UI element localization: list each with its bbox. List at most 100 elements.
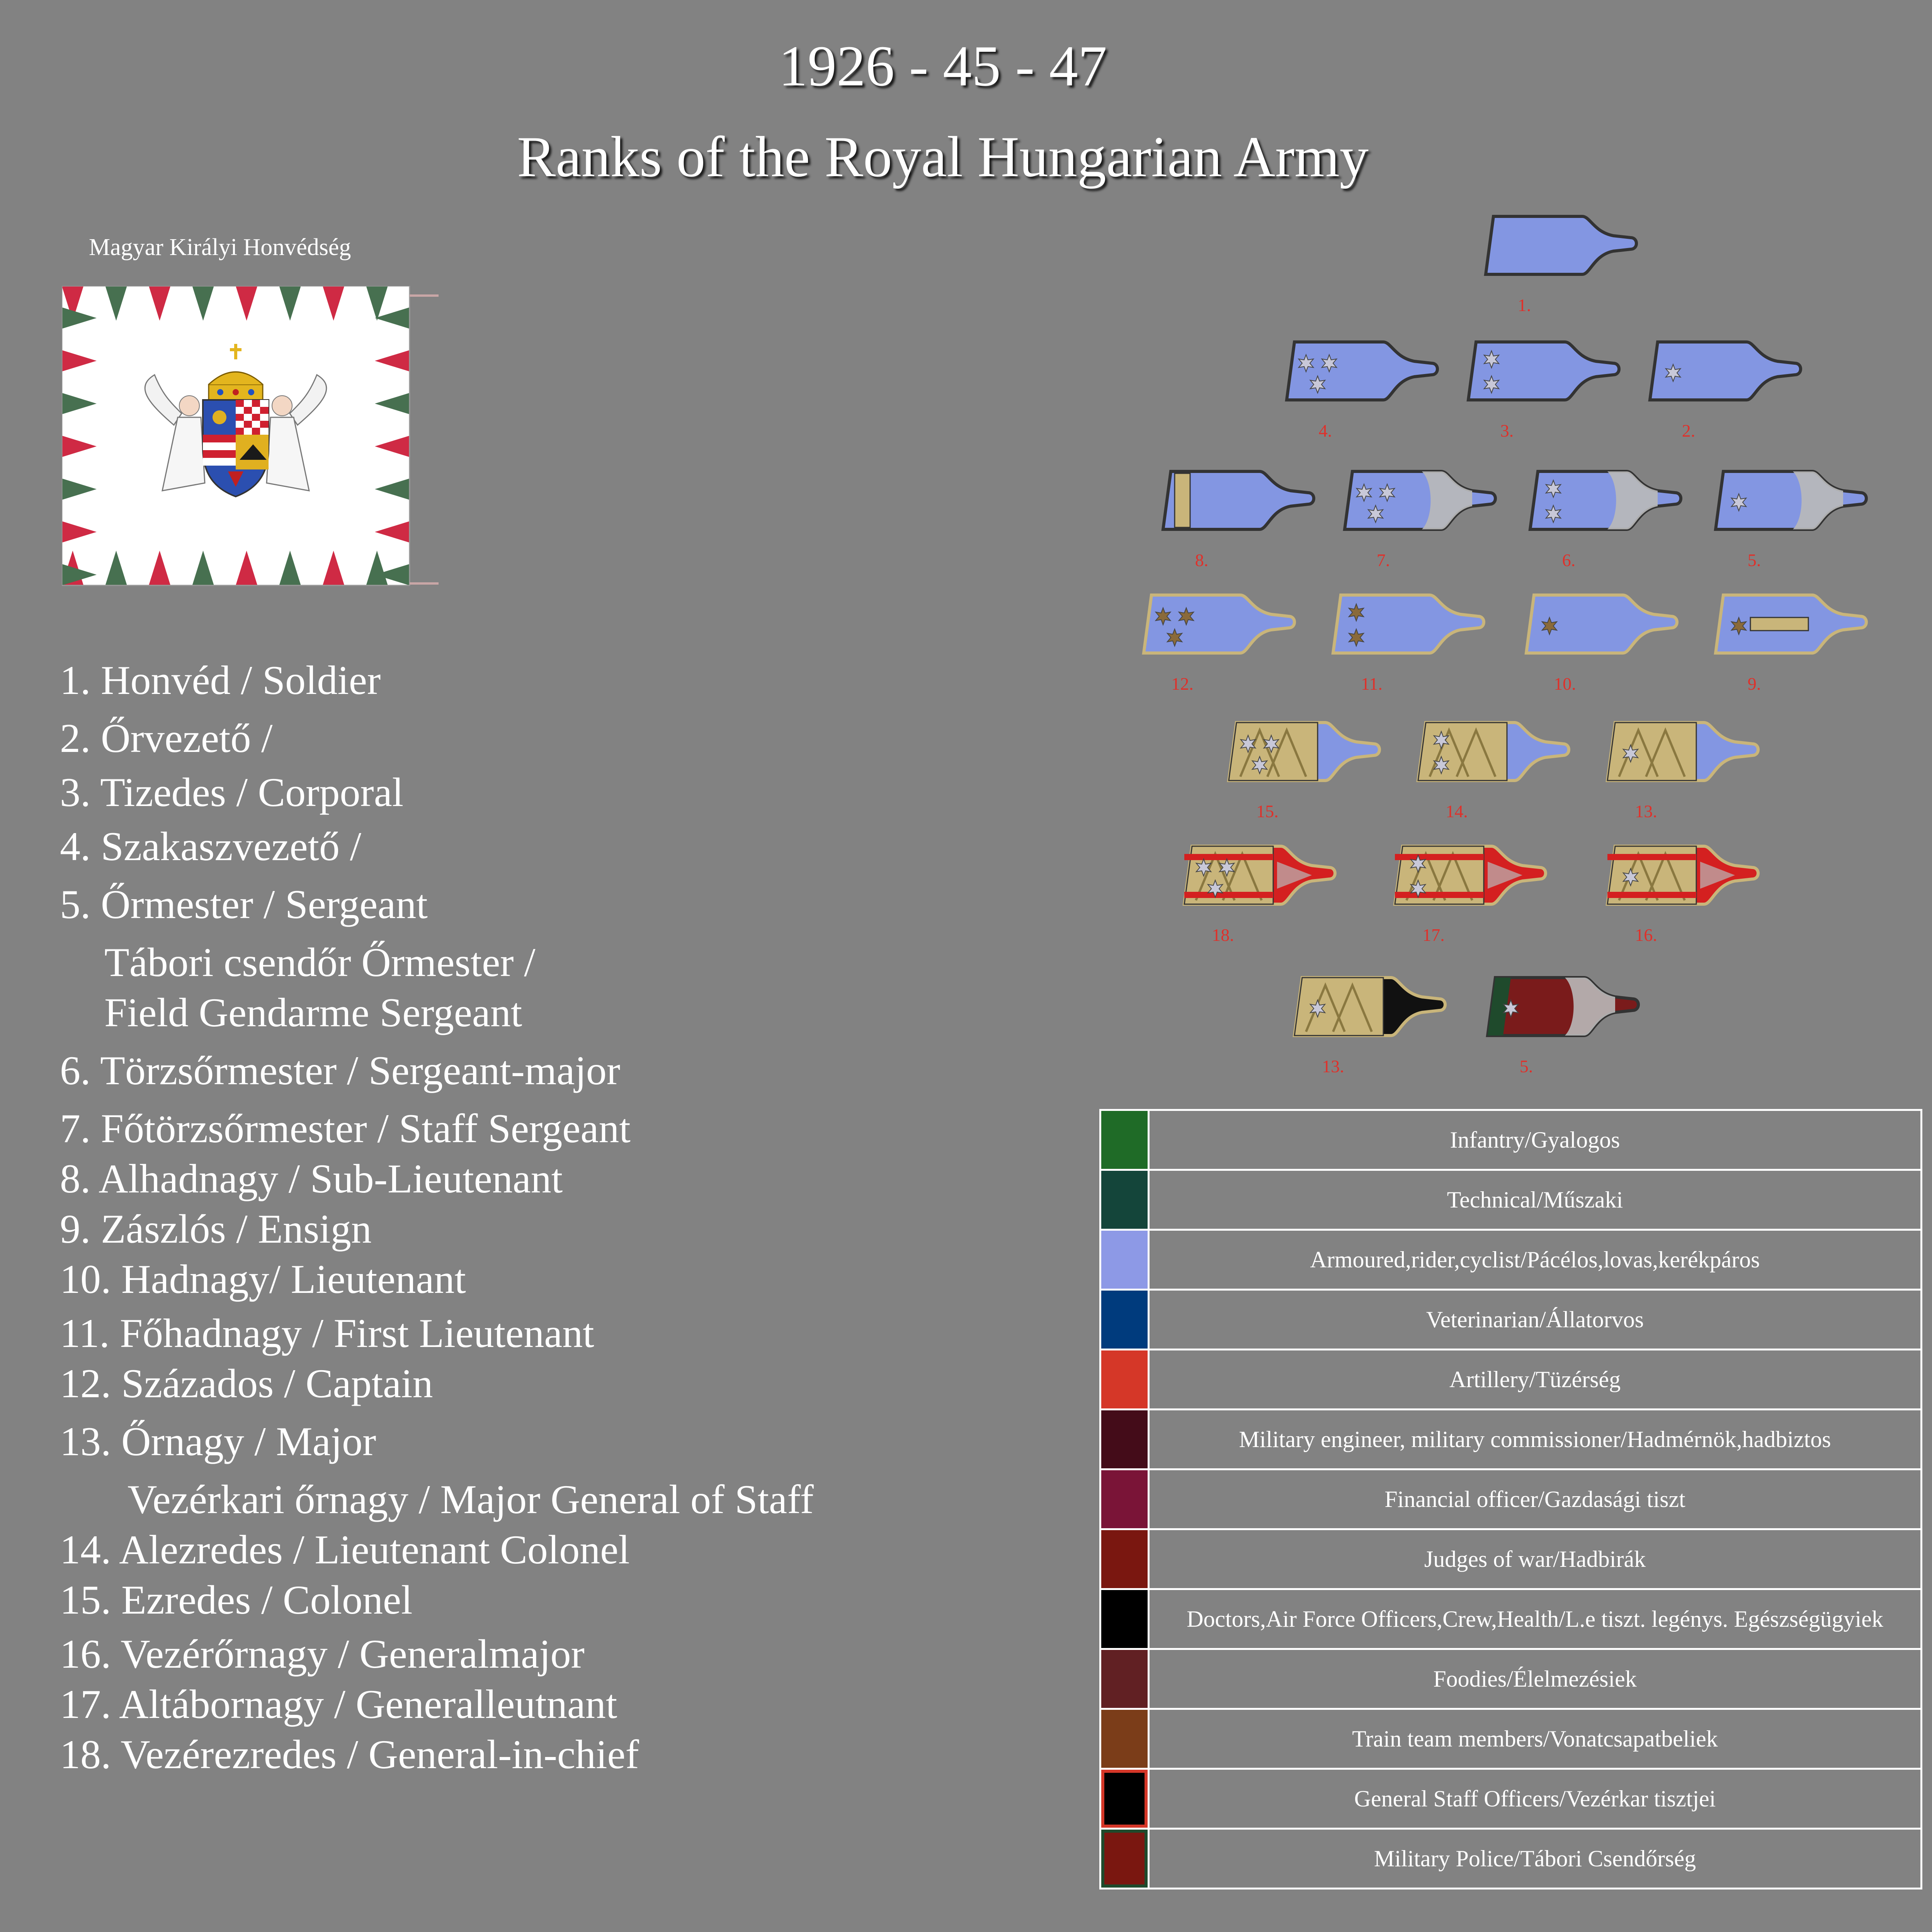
rank-insignia: 10.	[1524, 594, 1679, 694]
branch-color-swatch	[1099, 1349, 1150, 1410]
rank-item: 4. Szakaszvezető /	[60, 824, 361, 869]
branch-label: Doctors,Air Force Officers,Crew,Health/L…	[1148, 1588, 1922, 1650]
rank-item: 6. Törzsőrmester / Sergeant-major	[60, 1048, 621, 1093]
insignia-number: 2.	[1682, 421, 1696, 440]
rank-star-icon	[1155, 607, 1172, 626]
branch-row: Judges of war/Hadbirák	[1099, 1528, 1922, 1590]
rank-star-icon	[1321, 354, 1338, 373]
rank-insignia: 1.	[1484, 215, 1638, 315]
rank-star-icon	[1433, 755, 1450, 775]
insignia-number: 7.	[1377, 550, 1390, 570]
rank-insignia: 13.	[1605, 721, 1760, 821]
branch-row: Technical/Műszaki	[1099, 1169, 1922, 1231]
years-heading: 1926 - 45 - 47	[779, 34, 1107, 98]
insignia-number: 3.	[1500, 421, 1514, 440]
branch-label: General Staff Officers/Vezérkar tisztjei	[1148, 1768, 1922, 1830]
rank-insignia: 2.	[1648, 340, 1802, 440]
rank-star-icon	[1410, 879, 1427, 898]
branch-color-swatch	[1099, 1588, 1150, 1650]
rank-star-icon	[1367, 504, 1384, 524]
rank-star-icon	[1483, 350, 1500, 369]
branch-label: Military Police/Tábori Csendőrség	[1148, 1828, 1922, 1889]
rank-item: 15. Ezredes / Colonel	[60, 1577, 413, 1622]
rank-star-icon	[1240, 734, 1257, 753]
rank-star-icon	[1730, 616, 1747, 636]
branch-label: Veterinarian/Állatorvos	[1148, 1289, 1922, 1350]
rank-star-icon	[1541, 616, 1558, 636]
branch-color-swatch	[1099, 1648, 1150, 1710]
angel-left-icon	[144, 374, 206, 492]
rank-insignia: 8.	[1161, 470, 1315, 570]
rank-star-icon	[1348, 603, 1365, 622]
branch-color-swatch	[1099, 1708, 1150, 1770]
rank-star-icon	[1348, 628, 1365, 647]
rank-star-icon	[1665, 363, 1682, 383]
branch-color-swatch	[1099, 1229, 1150, 1291]
rank-item: 17. Altábornagy / Generalleutnant	[60, 1682, 617, 1727]
insignia-number: 18.	[1212, 925, 1234, 945]
branch-row: Foodies/Élelmezésiek	[1099, 1648, 1922, 1710]
rank-insignia: 6.	[1528, 470, 1682, 570]
rank-star-icon	[1545, 504, 1562, 524]
insignia-number: 10.	[1554, 674, 1576, 694]
rank-star-icon	[1622, 867, 1639, 887]
insignia-number: 5.	[1520, 1056, 1533, 1076]
rank-item: Vezérkari őrnagy / Major General of Staf…	[128, 1477, 814, 1522]
rank-insignia: 12.	[1142, 594, 1296, 694]
rank-star-icon	[1730, 493, 1747, 512]
rank-insignia: 17.	[1393, 845, 1547, 945]
rank-item: 8. Alhadnagy / Sub-Lieutenant	[60, 1156, 563, 1201]
rank-star-icon	[1309, 375, 1326, 394]
insignia-number: 11.	[1361, 674, 1383, 694]
insignia-number: 17.	[1422, 925, 1445, 945]
flag-tassel-icon	[410, 294, 439, 585]
rank-item: 5. Őrmester / Sergeant	[60, 882, 428, 927]
rank-star-icon	[1263, 734, 1280, 753]
branch-row: Military Police/Tábori Csendőrség	[1099, 1828, 1922, 1889]
rank-insignia: 18.	[1182, 845, 1337, 945]
insignia-number: 13.	[1635, 801, 1657, 821]
rank-item: 1. Honvéd / Soldier	[60, 658, 381, 703]
rank-star-icon	[1355, 483, 1372, 502]
rank-item: 10. Hadnagy/ Lieutenant	[60, 1257, 466, 1302]
branch-row: General Staff Officers/Vezérkar tisztjei	[1099, 1768, 1922, 1830]
branch-label: Judges of war/Hadbirák	[1148, 1528, 1922, 1590]
coat-of-arms-icon	[144, 344, 327, 498]
branch-color-swatch	[1099, 1528, 1150, 1590]
rank-insignia: 15.	[1227, 721, 1381, 821]
rank-item: 13. Őrnagy / Major	[60, 1419, 376, 1464]
rank-insignia: 5.	[1486, 976, 1640, 1076]
insignia-number: 4.	[1319, 421, 1332, 440]
rank-insignia: 3.	[1466, 340, 1621, 440]
rank-item: 18. Vezérezredes / General-in-chief	[60, 1732, 639, 1777]
insignia-number: 15.	[1256, 801, 1279, 821]
rank-item: Field Gendarme Sergeant	[104, 990, 522, 1035]
branch-color-swatch	[1099, 1169, 1150, 1231]
insignia-number: 16.	[1635, 925, 1657, 945]
insignia-number: 8.	[1195, 550, 1209, 570]
branch-label: Artillery/Tüzérség	[1148, 1349, 1922, 1410]
rank-star-icon	[1178, 607, 1195, 626]
rank-insignia: 5.	[1714, 470, 1868, 570]
branch-row: Train team members/Vonatcsapatbeliek	[1099, 1708, 1922, 1770]
rank-item: 9. Zászlós / Ensign	[60, 1206, 372, 1252]
shield-icon	[202, 399, 269, 498]
rank-star-icon	[1379, 483, 1396, 502]
rank-star-icon	[1166, 628, 1183, 647]
rank-insignia: 9.	[1714, 594, 1868, 694]
rank-item: 14. Alezredes / Lieutenant Colonel	[60, 1527, 630, 1572]
rank-item: 16. Vezérőrnagy / Generalmajor	[60, 1631, 585, 1677]
rank-star-icon	[1218, 858, 1235, 877]
branch-row: Veterinarian/Állatorvos	[1099, 1289, 1922, 1350]
insignia-number: 5.	[1748, 550, 1761, 570]
branch-row: Financial officer/Gazdasági tiszt	[1099, 1468, 1922, 1530]
rank-star-icon	[1433, 730, 1450, 750]
rank-star-icon	[1207, 879, 1224, 898]
insignia-number: 12.	[1171, 674, 1194, 694]
angel-right-icon	[266, 374, 327, 492]
branch-color-swatch	[1099, 1289, 1150, 1350]
branch-row: Infantry/Gyalogos	[1099, 1109, 1922, 1171]
insignia-number: 1.	[1518, 295, 1531, 315]
branch-label: Financial officer/Gazdasági tiszt	[1148, 1468, 1922, 1530]
